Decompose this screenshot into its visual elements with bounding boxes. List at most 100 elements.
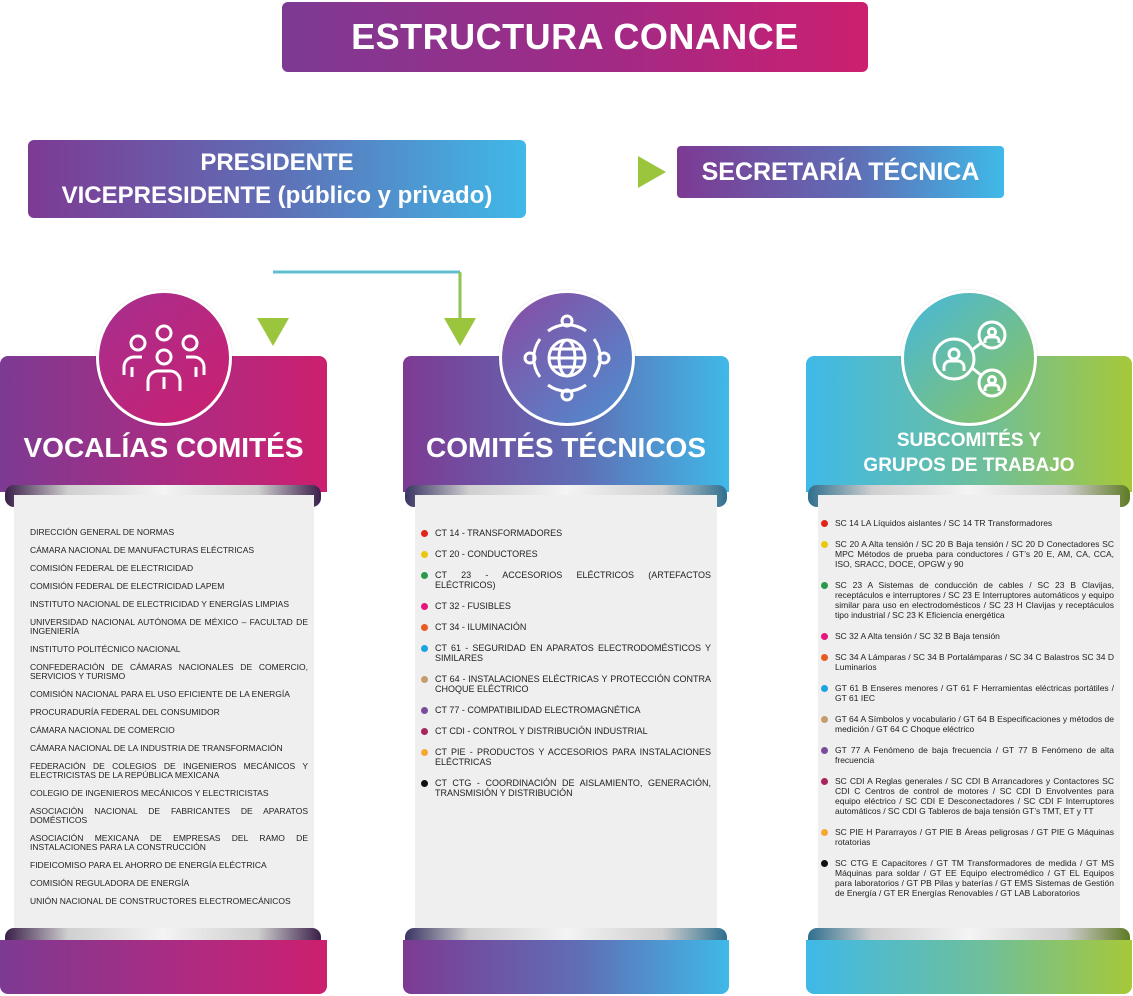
subcomite-item: SC 32 A Alta tensión / SC 32 B Baja tens…	[821, 631, 1114, 641]
page-title: ESTRUCTURA CONANCE	[282, 2, 868, 72]
bullet-dot-icon	[821, 685, 828, 692]
subcomites-footer	[806, 940, 1132, 994]
vocalias-footer	[0, 940, 327, 994]
subcomite-item-text: GT 64 A Símbolos y vocabulario / GT 64 B…	[835, 714, 1114, 734]
subcomite-item: GT 77 A Fenómeno de baja frecuencia / GT…	[821, 745, 1114, 765]
vocalia-item: UNIÓN NACIONAL DE CONSTRUCTORES ELECTROM…	[30, 896, 291, 906]
vocalia-item: COMISIÓN NACIONAL PARA EL USO EFICIENTE …	[30, 689, 290, 699]
bullet-dot-icon	[821, 860, 828, 867]
vocalia-item: CÁMARA NACIONAL DE COMERCIO	[30, 725, 175, 735]
vocalia-item: INSTITUTO POLITÉCNICO NACIONAL	[30, 644, 181, 654]
vocalia-item: COMISIÓN FEDERAL DE ELECTRICIDAD LAPEM	[30, 581, 225, 591]
subcomite-item: SC 34 A Lámparas / SC 34 B Portalámparas…	[821, 652, 1114, 672]
president-label: PRESIDENTE	[200, 149, 354, 176]
bullet-dot-icon	[821, 654, 828, 661]
vocalias-list: DIRECCIÓN GENERAL DE NORMAS CÁMARA NACION…	[30, 528, 308, 915]
subcomite-item-text: SC 34 A Lámparas / SC 34 B Portalámparas…	[835, 652, 1114, 672]
comite-item: CT 77 - COMPATIBILIDAD ELECTROMAGNÉTICA	[421, 705, 711, 715]
comite-item: CT 14 - TRANSFORMADORES	[421, 528, 711, 538]
bullet-dot-icon	[821, 778, 828, 785]
bullet-dot-icon	[421, 707, 428, 714]
bullet-dot-icon	[821, 716, 828, 723]
comite-item: CT PIE - PRODUCTOS Y ACCESORIOS PARA INS…	[421, 747, 711, 767]
subcomite-item: GT 61 B Enseres menores / GT 61 F Herram…	[821, 683, 1114, 703]
vocalia-item: FEDERACIÓN DE COLEGIOS DE INGENIEROS MEC…	[30, 761, 308, 780]
comite-item-text: CT 64 - INSTALACIONES ELÉCTRICAS Y PROTE…	[435, 674, 711, 694]
comite-item-text: CT 23 - ACCESORIOS ELÉCTRICOS (ARTEFACTO…	[435, 570, 711, 590]
subcomite-item: SC PIE H Pararrayos / GT PIE B Áreas pel…	[821, 827, 1114, 847]
bullet-dot-icon	[421, 749, 428, 756]
subcomites-icon-circle	[901, 290, 1037, 426]
globe-network-icon	[523, 314, 611, 402]
comite-item-text: CT 61 - SEGURIDAD EN APARATOS ELECTRODOM…	[435, 643, 711, 663]
vocalias-title: VOCALÍAS COMITÉS	[23, 432, 304, 463]
subcomite-item: SC 23 A Sistemas de conducción de cables…	[821, 580, 1114, 620]
tecnicos-list: CT 14 - TRANSFORMADORES CT 20 - CONDUCTOR…	[421, 528, 711, 809]
bullet-dot-icon	[821, 747, 828, 754]
vocalia-item: ASOCIACIÓN NACIONAL DE FABRICANTES DE AP…	[30, 806, 308, 825]
people-group-icon	[122, 324, 206, 391]
subcomites-panel: SC 14 LA Líquidos aislantes / SC 14 TR T…	[818, 495, 1120, 930]
subcomite-item-text: SC 14 LA Líquidos aislantes / SC 14 TR T…	[835, 518, 1053, 528]
subcomite-item: SC 14 LA Líquidos aislantes / SC 14 TR T…	[821, 518, 1114, 528]
arrow-to-secretaria	[638, 156, 666, 188]
vicepresident-label: VICEPRESIDENTE (público y privado)	[61, 182, 493, 209]
comite-item-text: CT PIE - PRODUCTOS Y ACCESORIOS PARA INS…	[435, 747, 711, 767]
comite-item-text: CT 20 - CONDUCTORES	[435, 549, 538, 559]
arrow-to-vocalias	[257, 318, 289, 346]
vocalias-panel: DIRECCIÓN GENERAL DE NORMAS CÁMARA NACION…	[14, 495, 314, 930]
vocalia-item: CONFEDERACIÓN DE CÁMARAS NACIONALES DE C…	[30, 662, 308, 681]
bullet-dot-icon	[821, 520, 828, 527]
arrow-to-tecnicos	[444, 318, 476, 346]
comite-item: CT 20 - CONDUCTORES	[421, 549, 711, 559]
subcomite-item-text: SC 32 A Alta tensión / SC 32 B Baja tens…	[835, 631, 1000, 641]
comite-item: CT 34 - ILUMINACIÓN	[421, 622, 711, 632]
vocalia-item: FIDEICOMISO PARA EL AHORRO DE ENERGÍA EL…	[30, 860, 267, 870]
subcomite-item-text: SC PIE H Pararrayos / GT PIE B Áreas pel…	[835, 827, 1114, 847]
tecnicos-panel: CT 14 - TRANSFORMADORES CT 20 - CONDUCTOR…	[415, 495, 717, 930]
vocalia-item: CÁMARA NACIONAL DE LA INDUSTRIA DE TRANS…	[30, 743, 283, 753]
comite-item-text: CT 34 - ILUMINACIÓN	[435, 622, 527, 632]
workgroup-icon	[932, 320, 1007, 398]
subcomite-item-text: SC CDI A Reglas generales / SC CDI B Arr…	[835, 776, 1114, 816]
subcomite-item: SC CTG E Capacitores / GT TM Transformad…	[821, 858, 1114, 898]
comite-item: CT CDI - CONTROL Y DISTRIBUCIÓN INDUSTRI…	[421, 726, 711, 736]
comite-item-text: CT 77 - COMPATIBILIDAD ELECTROMAGNÉTICA	[435, 705, 641, 715]
tecnicos-icon-circle	[499, 290, 635, 426]
vocalia-item: ASOCIACIÓN MEXICANA DE EMPRESAS DEL RAMO…	[30, 833, 308, 852]
subcomite-item: SC CDI A Reglas generales / SC CDI B Arr…	[821, 776, 1114, 816]
subcomites-list: SC 14 LA Líquidos aislantes / SC 14 TR T…	[821, 518, 1114, 909]
comite-item-text: CT CTG - COORDINACIÓN DE AISLAMIENTO, GE…	[435, 778, 711, 798]
vocalia-item: INSTITUTO NACIONAL DE ELECTRICIDAD Y ENE…	[30, 599, 289, 609]
comite-item-text: CT 32 - FUSIBLES	[435, 601, 511, 611]
subcomite-item-text: SC 23 A Sistemas de conducción de cables…	[835, 580, 1114, 620]
subcomite-item-text: GT 77 A Fenómeno de baja frecuencia / GT…	[835, 745, 1114, 765]
bullet-dot-icon	[421, 728, 428, 735]
vocalia-item: DIRECCIÓN GENERAL DE NORMAS	[30, 527, 175, 537]
bullet-dot-icon	[421, 624, 428, 631]
comite-item: CT 61 - SEGURIDAD EN APARATOS ELECTRODOM…	[421, 643, 711, 663]
subcomite-item: GT 64 A Símbolos y vocabulario / GT 64 B…	[821, 714, 1114, 734]
bullet-dot-icon	[421, 551, 428, 558]
subcomites-title-line2: GRUPOS DE TRABAJO	[863, 455, 1075, 476]
subcomite-item-text: GT 61 B Enseres menores / GT 61 F Herram…	[835, 683, 1114, 703]
president-box: PRESIDENTE VICEPRESIDENTE (público y pri…	[28, 140, 526, 218]
vocalia-item: COMISIÓN FEDERAL DE ELECTRICIDAD	[30, 563, 194, 573]
vocalia-item: COLEGIO DE INGENIEROS MECÁNICOS Y ELECTR…	[30, 788, 269, 798]
comite-item: CT 32 - FUSIBLES	[421, 601, 711, 611]
comite-item-text: CT 14 - TRANSFORMADORES	[435, 528, 563, 538]
bullet-dot-icon	[821, 633, 828, 640]
vocalia-item: PROCURADURÍA FEDERAL DEL CONSUMIDOR	[30, 707, 220, 717]
bullet-dot-icon	[421, 603, 428, 610]
vocalia-item: COMISIÓN REGULADORA DE ENERGÍA	[30, 878, 190, 888]
vocalia-item: CÁMARA NACIONAL DE MANUFACTURAS ELÉCTRIC…	[30, 545, 255, 555]
comite-item: CT CTG - COORDINACIÓN DE AISLAMIENTO, GE…	[421, 778, 711, 798]
vocalia-item: UNIVERSIDAD NACIONAL AUTÓNOMA DE MÉXICO …	[30, 617, 308, 636]
tecnicos-title: COMITÉS TÉCNICOS	[425, 432, 706, 463]
comite-item: CT 64 - INSTALACIONES ELÉCTRICAS Y PROTE…	[421, 674, 711, 694]
bullet-dot-icon	[421, 645, 428, 652]
vocalias-icon-circle	[96, 290, 232, 426]
bullet-dot-icon	[821, 541, 828, 548]
comite-item-text: CT CDI - CONTROL Y DISTRIBUCIÓN INDUSTRI…	[435, 726, 648, 736]
